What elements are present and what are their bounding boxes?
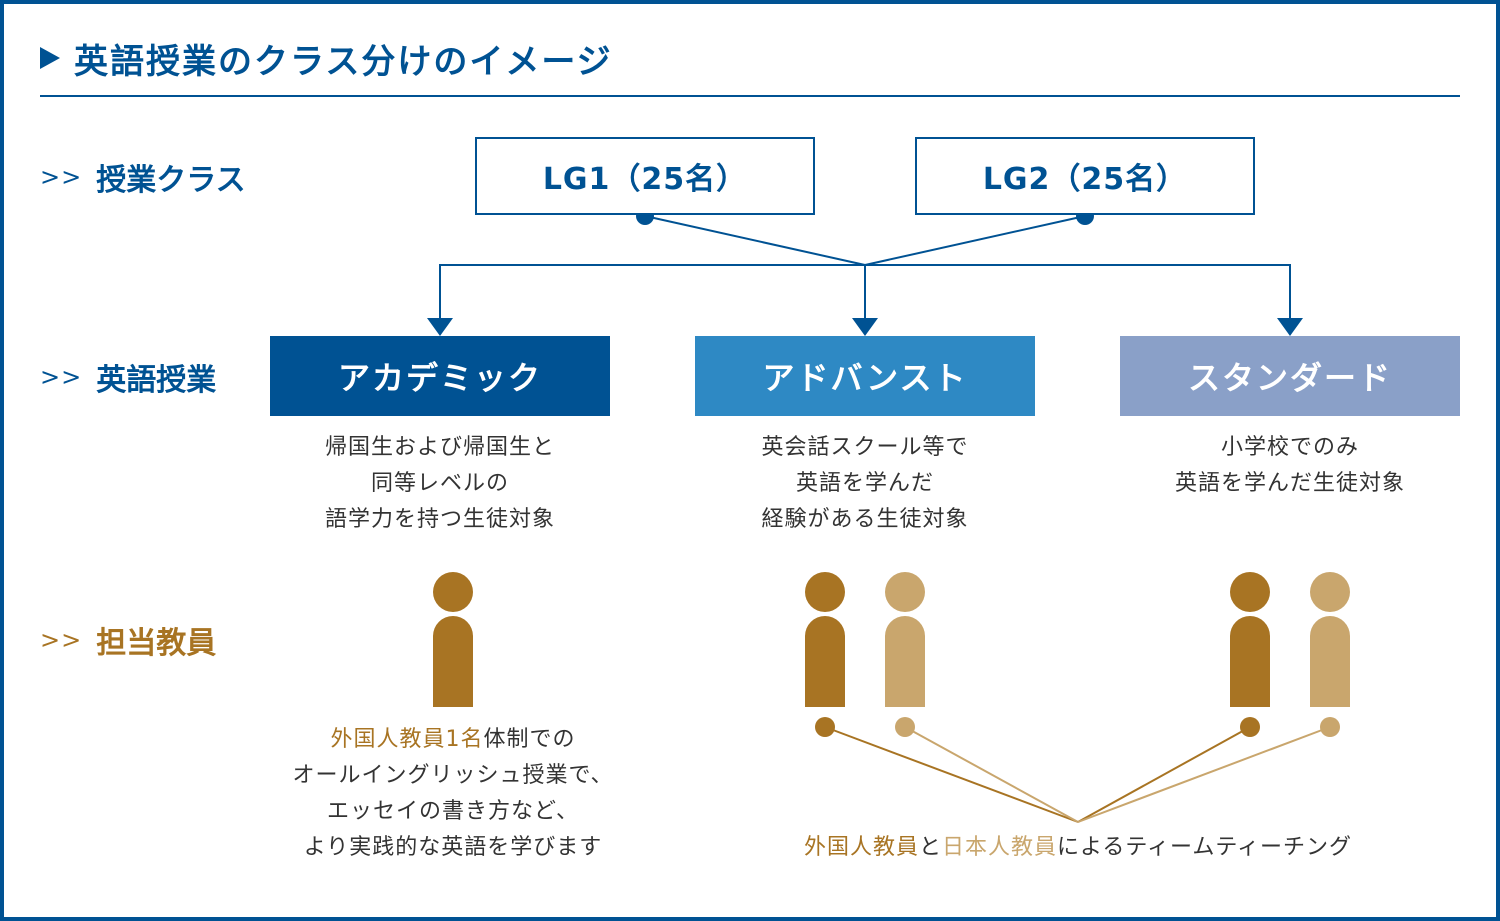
person-icon-japanese [885, 572, 925, 707]
connector-line [864, 215, 1086, 266]
team-dot-foreign [815, 717, 835, 737]
team-teaching-note: 外国人教員と日本人教員によるティームティーチング [740, 830, 1416, 866]
course-description-advanced: 英会話スクール等で 英語を学んだ 経験がある生徒対象 [761, 435, 969, 532]
note-text: と [918, 835, 942, 860]
course-advanced: アドバンスト [695, 336, 1035, 416]
class-box-lg1: LG1（25名） [475, 137, 815, 215]
academic-teacher-note: 外国人教員1名体制での オールイングリッシュ授業で、 エッセイの書き方など、 よ… [263, 722, 643, 866]
team-line-japanese [1077, 726, 1331, 823]
note-line: 外国人教員1名体制での [263, 722, 643, 758]
row-label-classes: >> 授業クラス [40, 157, 246, 198]
team-line-foreign [824, 726, 1079, 823]
course-description-academic: 帰国生および帰国生と 同等レベルの 語学力を持つ生徒対象 [324, 435, 555, 532]
person-icon-foreign [805, 572, 845, 707]
play-triangle-icon [40, 47, 60, 69]
course-academic: アカデミック [270, 336, 610, 416]
row-label-text: 授業クラス [96, 163, 246, 198]
course-standard: スタンダード [1120, 336, 1460, 416]
person-icon-foreign [433, 572, 473, 707]
diagram-title: 英語授業のクラス分けのイメージ [40, 36, 613, 82]
row-label-prefix: >> [40, 626, 83, 654]
row-label-text: 担当教員 [96, 626, 217, 661]
row-label-prefix: >> [40, 363, 83, 391]
arrow-down-icon [427, 318, 453, 336]
team-dot-foreign [1240, 717, 1260, 737]
team-line-foreign [1077, 726, 1251, 823]
person-icon-foreign [1230, 572, 1270, 707]
note-line: エッセイの書き方など、 [327, 799, 579, 824]
note-line: より実践的な英語を学びます [303, 835, 603, 860]
note-text: によるティームティーチング [1057, 835, 1353, 860]
note-highlight-japanese: 日本人教員 [941, 835, 1057, 860]
note-highlight-foreign: 外国人教員 [803, 835, 919, 860]
note-text: 体制での [483, 727, 576, 752]
title-text: 英語授業のクラス分けのイメージ [74, 41, 613, 82]
row-label-teachers: >> 担当教員 [40, 620, 217, 661]
course-description-standard: 小学校でのみ 英語を学んだ生徒対象 [1174, 435, 1405, 496]
row-label-prefix: >> [40, 163, 83, 191]
arrow-down-icon [1277, 318, 1303, 336]
note-line: オールイングリッシュ授業で、 [292, 763, 614, 788]
row-label-text: 英語授業 [96, 363, 217, 398]
note-highlight-foreign: 外国人教員1名 [330, 727, 484, 752]
team-dot-japanese [1320, 717, 1340, 737]
team-dot-japanese [895, 717, 915, 737]
connector-line [644, 215, 866, 266]
team-line-japanese [904, 726, 1079, 823]
class-box-lg2: LG2（25名） [915, 137, 1255, 215]
row-label-courses: >> 英語授業 [40, 357, 217, 398]
title-rule [40, 95, 1460, 97]
arrow-down-icon [852, 318, 878, 336]
person-icon-japanese [1310, 572, 1350, 707]
